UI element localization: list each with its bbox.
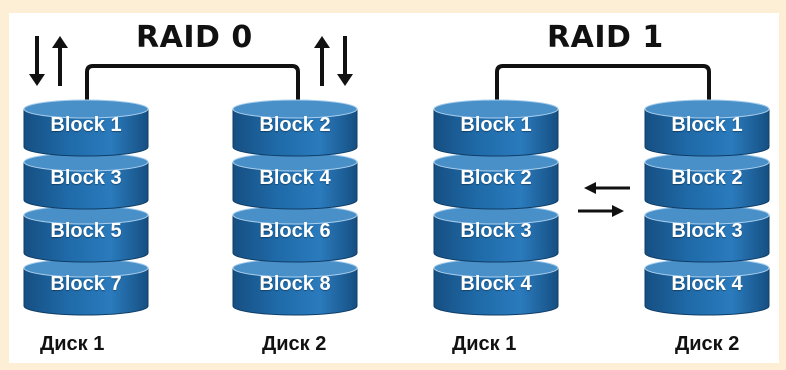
block-label: Block 4 [460,273,532,295]
disk-platter: Block 4 [232,152,358,210]
raid1-connector [495,64,711,102]
block-label: Block 1 [671,114,743,136]
disk-platter: Block 5 [23,205,149,263]
disk-platter: Block 2 [644,152,770,210]
disk-platter: Block 4 [644,258,770,316]
disk-platter: Block 8 [232,258,358,316]
read-write-arrows-icon [29,36,68,86]
block-label: Block 4 [259,167,331,189]
block-label: Block 3 [50,167,122,189]
raid0-title: RAID 0 [136,20,253,55]
raid0-connector [85,64,300,102]
block-label: Block 2 [460,167,532,189]
mirror-arrows-icon [578,182,630,217]
disk-platter: Block 2 [433,152,559,210]
disk-platter: Block 1 [644,99,770,157]
disk-platter: Block 3 [433,205,559,263]
raid0-disk1-caption: Диск 1 [40,333,105,355]
raid1-title: RAID 1 [547,20,664,55]
disk-platter: Block 3 [644,205,770,263]
block-label: Block 4 [671,273,743,295]
disk-platter: Block 1 [433,99,559,157]
block-label: Block 6 [259,220,331,242]
block-label: Block 3 [460,220,532,242]
block-label: Block 1 [50,114,122,136]
raid0-disk2-caption: Диск 2 [262,333,327,355]
block-label: Block 1 [460,114,532,136]
block-label: Block 7 [50,273,122,295]
disk-platter: Block 4 [433,258,559,316]
read-write-arrows-icon [314,36,353,86]
block-label: Block 3 [671,220,743,242]
block-label: Block 2 [259,114,331,136]
raid1-disk2-caption: Диск 2 [675,333,740,355]
block-label: Block 8 [259,273,331,295]
disk-platter: Block 3 [23,152,149,210]
disk-platter: Block 7 [23,258,149,316]
block-label: Block 5 [50,220,122,242]
raid1-disk1-caption: Диск 1 [452,333,517,355]
disk-platter: Block 2 [232,99,358,157]
disk-platter: Block 1 [23,99,149,157]
disk-platter: Block 6 [232,205,358,263]
block-label: Block 2 [671,167,743,189]
